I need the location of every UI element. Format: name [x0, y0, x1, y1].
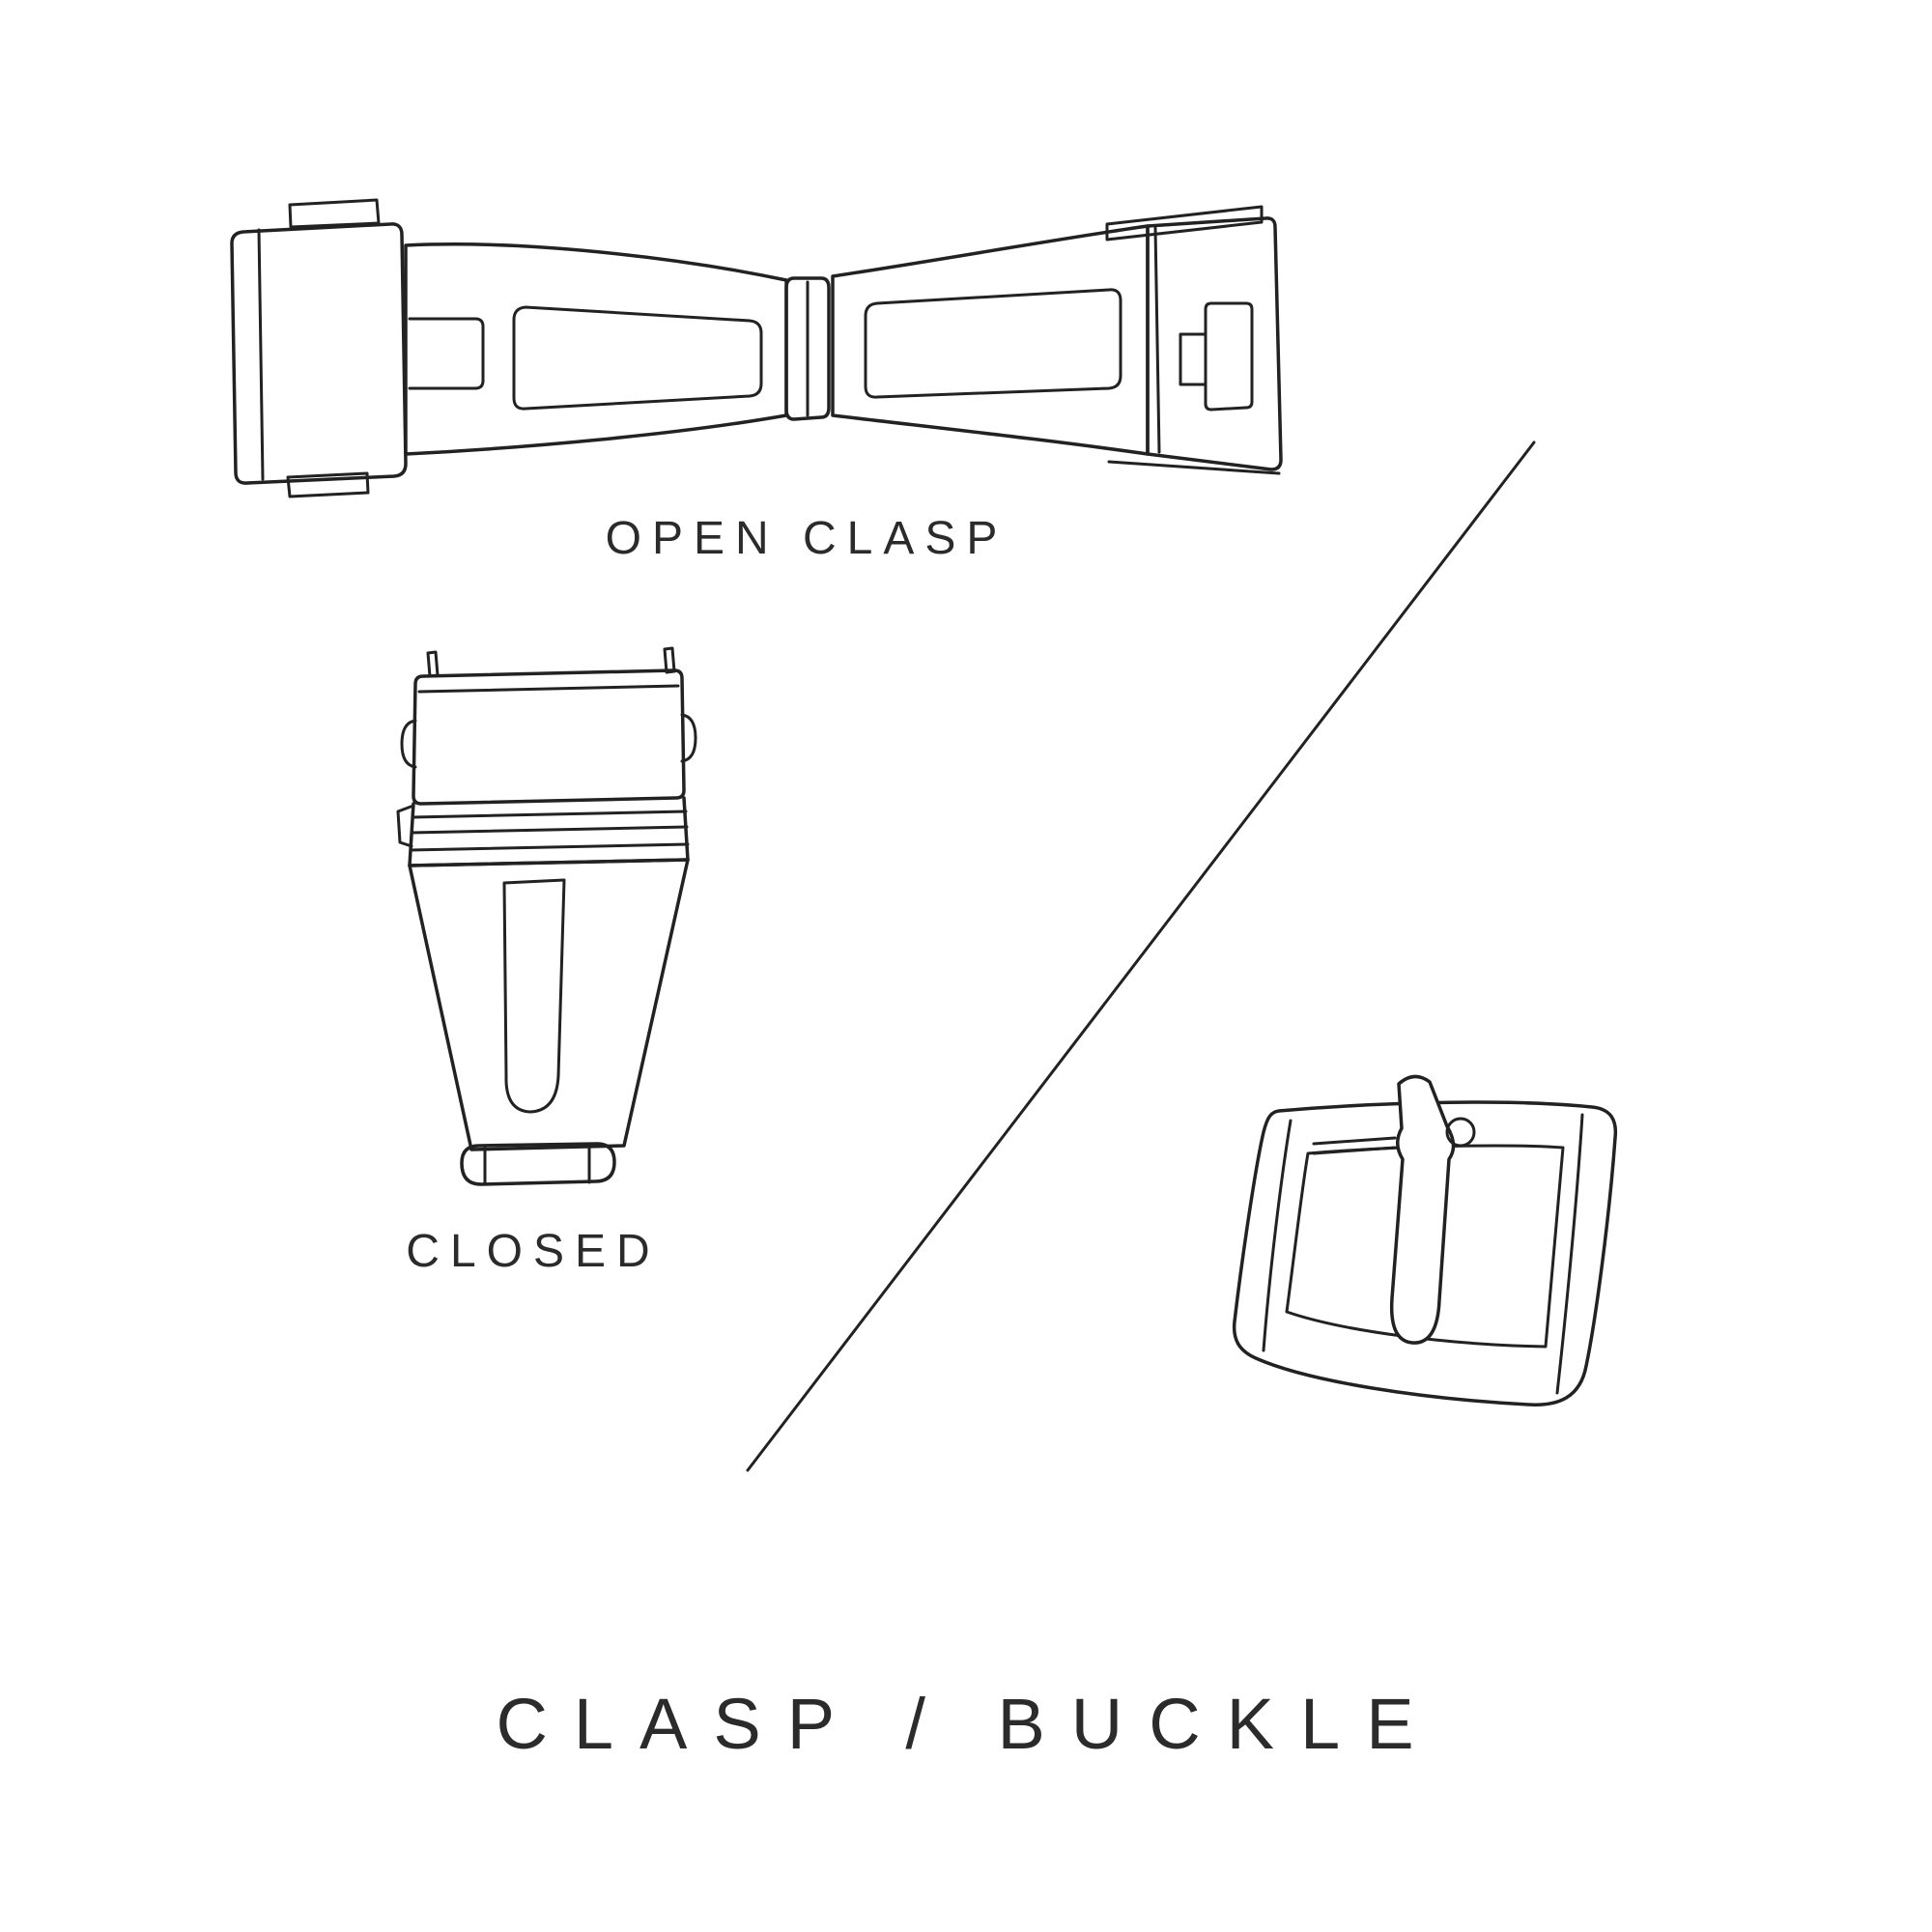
divider-line [746, 440, 1536, 1472]
tang-buckle-illustration [1232, 1074, 1618, 1406]
closed-clasp-label: CLOSED [406, 1226, 661, 1277]
closed-clasp-illustration [396, 646, 697, 1186]
open-clasp-illustration [230, 198, 1283, 498]
page-title: CLASP / BUCKLE [496, 1684, 1440, 1764]
open-clasp-label: OPEN CLASP [605, 513, 1009, 564]
